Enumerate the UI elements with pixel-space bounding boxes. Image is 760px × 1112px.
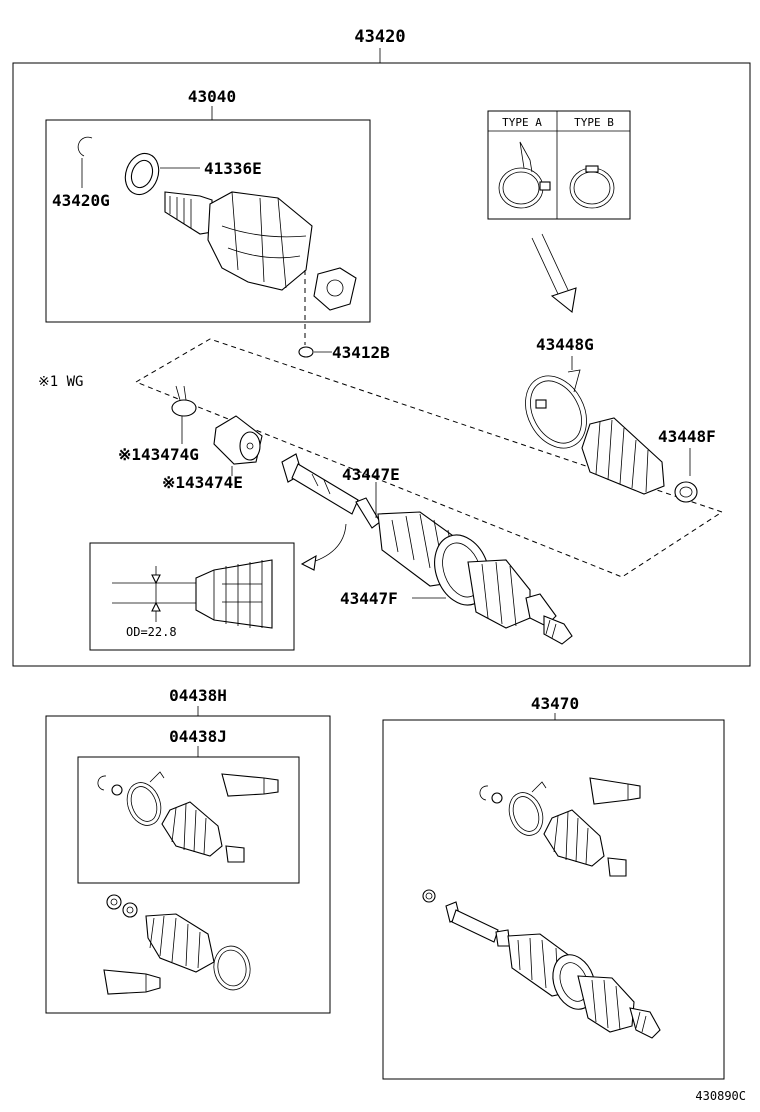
drive-shaft-part [281, 453, 381, 529]
damper-part [213, 415, 263, 465]
kit-h-parts [103, 894, 251, 995]
figure-code[interactable]: 430890C [695, 1089, 746, 1103]
label-type-a[interactable]: TYPE A [502, 116, 542, 129]
od-inset-frame [89, 542, 295, 651]
label-43474G[interactable]: ※143474G [118, 445, 199, 464]
boot-kit-j-frame [77, 756, 300, 884]
label-43447E[interactable]: 43447E [342, 465, 400, 484]
outboard-joint-part [434, 534, 573, 645]
label-04438J[interactable]: 04438J [169, 727, 227, 746]
band-type-b-icon [569, 165, 615, 209]
label-od[interactable]: OD=22.8 [126, 625, 177, 639]
seal-ring-part [124, 152, 160, 196]
band-type-a-icon [498, 141, 551, 209]
clip-part [298, 346, 314, 358]
label-43040[interactable]: 43040 [188, 87, 236, 106]
label-43470[interactable]: 43470 [531, 694, 579, 713]
inboard-joint-housing [164, 191, 313, 291]
boot-band-small-part [674, 481, 698, 503]
label-41336E[interactable]: 41336E [204, 159, 262, 178]
boot-kit-h-frame [45, 715, 331, 1014]
dashed-assembly-outline [134, 338, 724, 578]
inboard-joint-frame [45, 119, 371, 323]
snap-ring-part [77, 136, 93, 157]
label-type-b[interactable]: TYPE B [574, 116, 614, 129]
band-type-frame [487, 110, 631, 220]
boot-band-large-part [525, 369, 587, 449]
shaft-assy-frame [382, 719, 725, 1080]
outboard-boot-part [581, 417, 665, 495]
tripod-part [313, 267, 357, 311]
label-wg-note[interactable]: ※1 WG [38, 374, 83, 390]
label-43412B[interactable]: 43412B [332, 343, 390, 362]
arrow-to-inset-head [300, 554, 317, 571]
shaft-assy-main [445, 901, 661, 1039]
label-43420G[interactable]: 43420G [52, 191, 110, 210]
label-43420[interactable]: 43420 [354, 27, 405, 47]
label-43448G[interactable]: 43448G [536, 335, 594, 354]
kit-j-parts [97, 771, 279, 863]
label-43448F[interactable]: 43448F [658, 427, 716, 446]
damper-clamp-part [171, 385, 197, 417]
shaft-assy-small-parts [422, 777, 641, 903]
label-43474E[interactable]: ※143474E [162, 473, 243, 492]
label-04438H[interactable]: 04438H [169, 686, 227, 705]
assembly-frame [12, 62, 751, 667]
label-43447F[interactable]: 43447F [340, 589, 398, 608]
arrow-to-band [531, 233, 577, 314]
od-inset-drawing [112, 559, 273, 629]
